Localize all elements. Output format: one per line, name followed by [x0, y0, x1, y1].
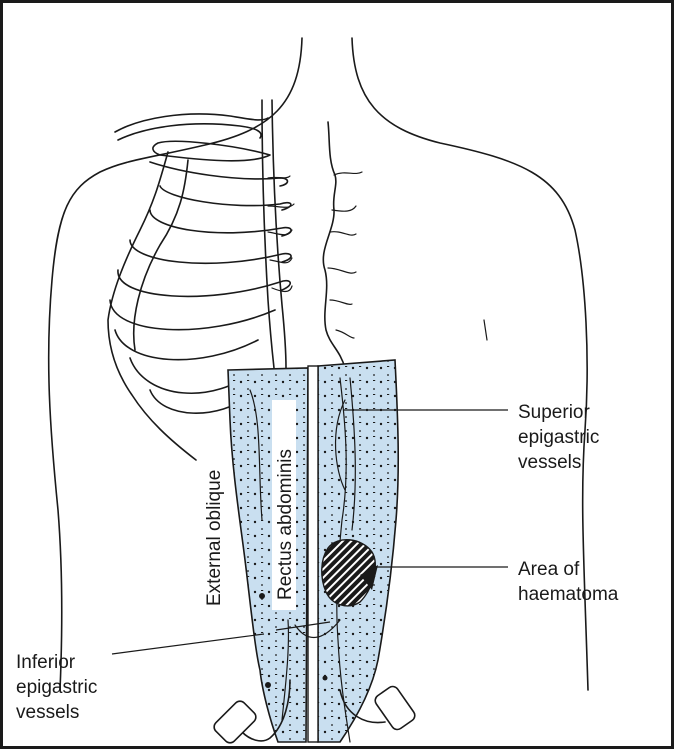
costal-margin-left	[323, 122, 362, 368]
external-oblique-label: External oblique	[204, 470, 225, 606]
superior-label: Superior epigastric vessels	[518, 402, 605, 473]
vessel-mark	[323, 676, 328, 681]
rectus-abdominis-label: Rectus abdominis	[275, 449, 296, 600]
vessel-mark	[259, 593, 265, 599]
inferior-label: Inferior epigastric vessels	[16, 652, 103, 723]
inferior-leader-line	[112, 634, 264, 654]
linea-alba	[308, 366, 318, 742]
vessel-mark	[265, 682, 271, 688]
haematoma-label: Area of haematoma	[518, 559, 619, 605]
sternum	[262, 100, 294, 368]
